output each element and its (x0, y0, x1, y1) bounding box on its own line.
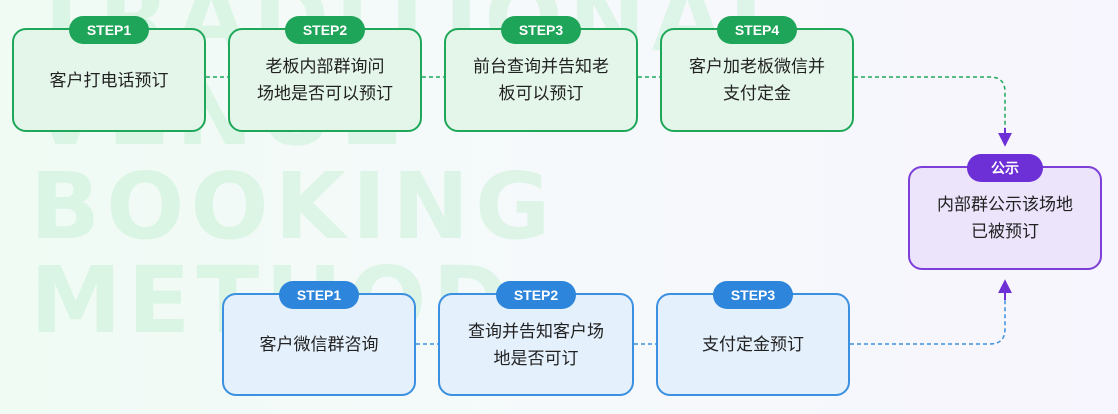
bottom-step-3-badge: STEP3 (713, 281, 793, 309)
top-step-4-badge: STEP4 (717, 16, 797, 44)
top-step-4-label: 客户加老板微信并 支付定金 (689, 57, 825, 103)
top-step-3-node: STEP3 前台查询并告知老 板可以预订 (444, 16, 638, 132)
result-badge: 公示 (967, 154, 1043, 182)
bottom-step-2-node: STEP2 查询并告知客户场 地是否可订 (438, 281, 634, 396)
top-step-1-label: 客户打电话预订 (49, 70, 169, 90)
top-step-2-node: STEP2 老板内部群询问 场地是否可以预订 (228, 16, 422, 132)
top-step-1-badge: STEP1 (69, 16, 149, 44)
bottom-step-3-label: 支付定金预订 (702, 335, 804, 354)
top-step-1-node: STEP1 客户打电话预订 (12, 16, 206, 132)
result-node: 公示 内部群公示该场地 已被预订 (908, 154, 1102, 270)
bottom-step-1-label: 客户微信群咨询 (259, 335, 379, 354)
top-step-4-node: STEP4 客户加老板微信并 支付定金 (660, 16, 854, 132)
top-step-2-label: 老板内部群询问 场地是否可以预订 (257, 57, 393, 103)
result-label: 内部群公示该场地 已被预订 (937, 195, 1073, 241)
top-step-3-badge: STEP3 (501, 16, 581, 44)
top-step-3-label: 前台查询并告知老 板可以预订 (473, 57, 609, 103)
bottom-step-2-badge: STEP2 (496, 281, 576, 309)
bottom-step-2-label: 查询并告知客户场 地是否可订 (468, 321, 604, 368)
bottom-step-3-node: STEP3 支付定金预订 (656, 281, 850, 396)
connector-bottom-to-result (850, 296, 1006, 345)
bottom-step-1-node: STEP1 客户微信群咨询 (222, 281, 416, 396)
connector-top-to-result (854, 76, 1006, 140)
bottom-step-1-badge: STEP1 (279, 281, 359, 309)
top-step-2-badge: STEP2 (285, 16, 365, 44)
